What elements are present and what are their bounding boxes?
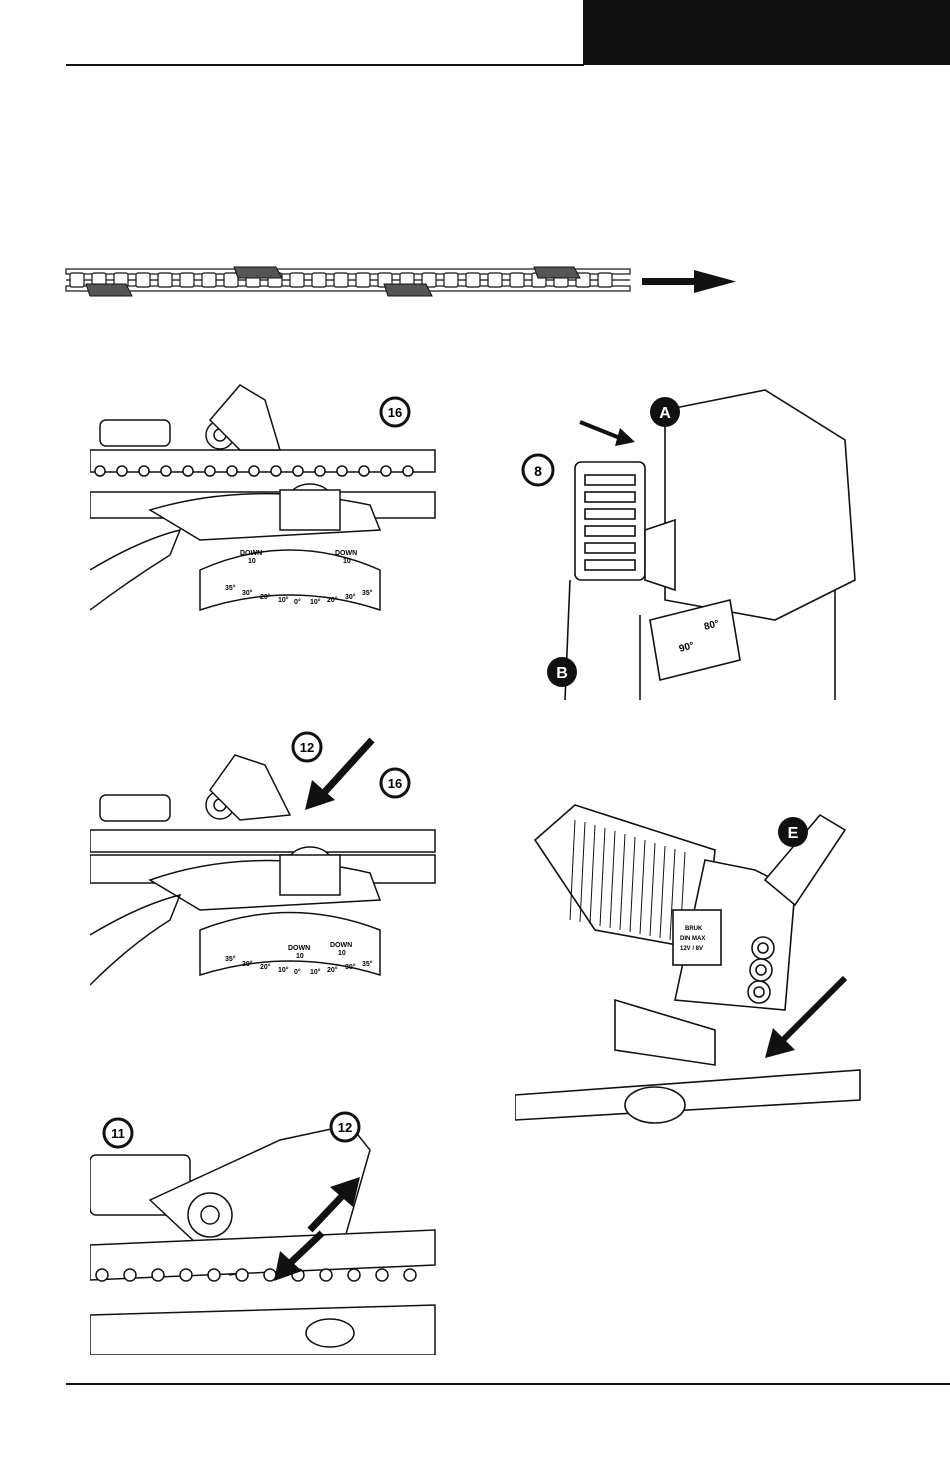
svg-text:10°: 10°: [310, 968, 321, 976]
svg-text:35°: 35°: [362, 589, 373, 597]
svg-text:DOWN: DOWN: [330, 942, 352, 949]
svg-text:11: 11: [111, 1126, 125, 1141]
chain-direction-diagram: [64, 262, 744, 302]
callout-12: 12: [293, 733, 321, 761]
svg-text:8: 8: [534, 463, 542, 479]
footer-rule: [66, 1383, 950, 1385]
callout-b: B: [547, 657, 577, 687]
arrow-a: [580, 422, 635, 446]
svg-text:0°: 0°: [294, 968, 301, 976]
callout-label: 16: [388, 405, 402, 420]
svg-text:A: A: [659, 405, 671, 422]
svg-text:12: 12: [338, 1120, 352, 1135]
figure-angle-knob: A 8 B 80° 90°: [515, 380, 865, 705]
svg-text:10°: 10°: [278, 966, 289, 974]
callout-8: 8: [523, 455, 553, 485]
scale-label-left: DOWN: [240, 550, 262, 557]
callout-11: 11: [104, 1119, 132, 1147]
svg-text:20°: 20°: [260, 963, 271, 971]
callout-16: 16: [381, 398, 409, 426]
svg-text:30°: 30°: [242, 589, 253, 597]
callout-16: 16: [381, 769, 409, 797]
scale-label-right: DOWN: [335, 550, 357, 557]
svg-text:B: B: [556, 665, 568, 682]
svg-text:20°: 20°: [327, 966, 338, 974]
svg-text:35°: 35°: [225, 955, 236, 963]
svg-text:16: 16: [388, 776, 402, 791]
figure-stop-pawl: 11 12: [90, 1105, 440, 1355]
header-bar: [583, 0, 950, 65]
motor-label-3: 12V / 8V: [680, 946, 703, 952]
svg-text:30°: 30°: [242, 960, 253, 968]
header-rule: [66, 64, 584, 66]
callout-a: A: [650, 397, 680, 427]
svg-text:30°: 30°: [345, 963, 356, 971]
svg-text:10°: 10°: [278, 596, 289, 604]
figure-guide-plate: 16 DOWN 10 DOWN 10 35° 30° 20° 10° 0° 10…: [90, 380, 440, 640]
svg-text:E: E: [788, 825, 799, 842]
svg-text:20°: 20°: [260, 593, 271, 601]
svg-text:10: 10: [296, 953, 304, 960]
motor-label-1: BRUK: [685, 926, 703, 932]
svg-text:10°: 10°: [310, 598, 321, 606]
scale-value-right: 10: [343, 558, 351, 565]
motor-label-2: DIN MAX: [680, 936, 705, 942]
svg-text:35°: 35°: [362, 960, 373, 968]
svg-text:30°: 30°: [345, 593, 356, 601]
svg-text:20°: 20°: [327, 596, 338, 604]
figure-release-lever: 12 16 DOWN 10 DOWN 10 35° 30° 20° 10° 0°…: [90, 725, 440, 1005]
scale-value-left: 10: [248, 558, 256, 565]
svg-text:0°: 0°: [294, 598, 301, 606]
callout-e: E: [778, 817, 808, 847]
svg-text:35°: 35°: [225, 584, 236, 592]
svg-text:DOWN: DOWN: [288, 945, 310, 952]
figure-motor-grinder: E BRUK DIN MAX 12V / 8V: [515, 800, 865, 1150]
direction-arrow: [642, 270, 736, 293]
callout-12: 12: [331, 1113, 359, 1141]
svg-text:10: 10: [338, 950, 346, 957]
chain-links: [95, 466, 413, 476]
svg-text:12: 12: [300, 740, 314, 755]
